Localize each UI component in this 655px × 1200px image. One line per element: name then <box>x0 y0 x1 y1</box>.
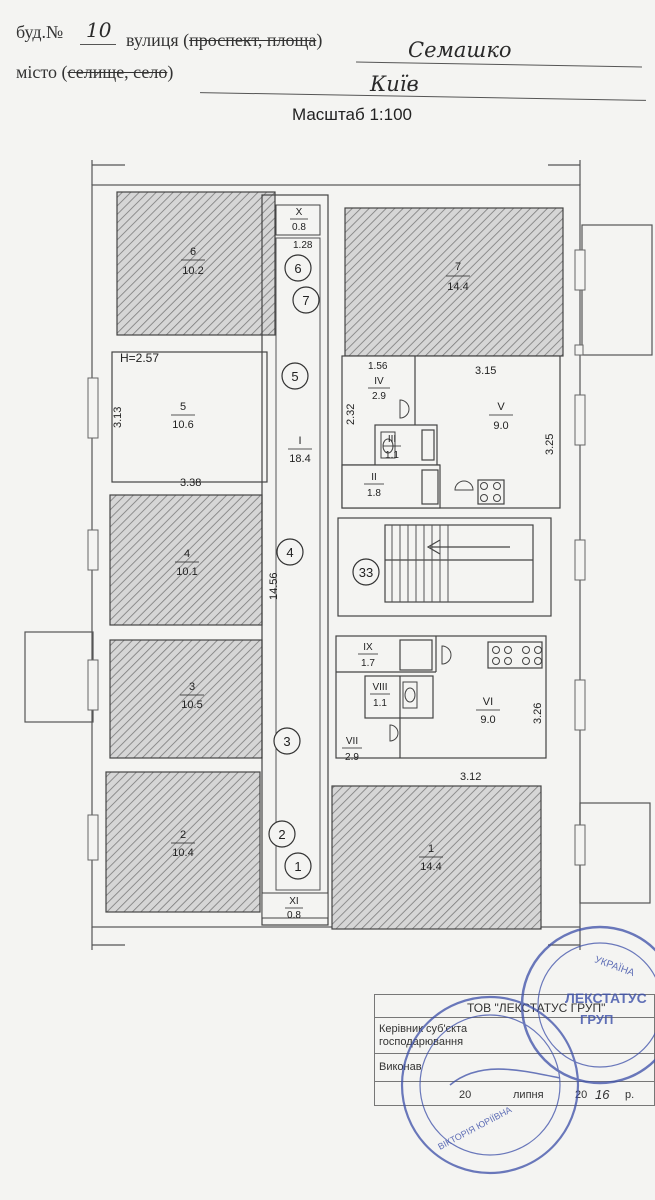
room-1-number: 1 <box>428 843 434 855</box>
room-V-area: 9.0 <box>493 420 508 432</box>
room-VIII-area: 1.1 <box>373 698 387 709</box>
room-2-number: 2 <box>180 829 186 841</box>
marker-label-1: 1 <box>294 859 301 874</box>
room-III-number: III <box>388 434 396 445</box>
marker-label-5: 5 <box>291 369 298 384</box>
marker-circle-7 <box>292 286 320 314</box>
date-day: 20 <box>459 1089 472 1101</box>
room-II-number: II <box>371 472 377 483</box>
room-2 <box>105 771 261 913</box>
room-X-area: 0.8 <box>292 222 306 233</box>
room-VII-area: 2.9 <box>345 752 359 763</box>
street-label: вулиця (проспект, площа) <box>126 30 323 50</box>
room-V-number: V <box>497 401 505 413</box>
room-3-number: 3 <box>189 681 195 693</box>
dim-3-25: 3.25 <box>544 434 556 455</box>
corridor <box>261 194 329 926</box>
room-IX-area: 1.7 <box>361 658 375 669</box>
building-number: 10 <box>86 18 112 42</box>
street-name: Семашко <box>408 38 512 62</box>
building-number-underline <box>80 44 116 45</box>
room-VII-number: VII <box>346 736 358 747</box>
marker-label-3: 3 <box>283 734 290 749</box>
dim-1-56: 1.56 <box>368 361 388 372</box>
marker-circle-1 <box>284 852 312 880</box>
company-name: ТОВ "ЛЕКСТАТУС ГРУП" <box>467 1001 606 1015</box>
marker-label-33: 33 <box>359 565 373 580</box>
marker-label-2: 2 <box>278 827 285 842</box>
title-block: ТОВ "ЛЕКСТАТУС ГРУП" Керівник суб'єкта г… <box>374 994 655 1106</box>
room-5-area: 10.6 <box>172 419 193 431</box>
room-VI-number: VI <box>483 696 493 708</box>
dim-3-38: 3.38 <box>180 477 201 489</box>
dim-3-15: 3.15 <box>475 365 496 377</box>
room-3-area: 10.5 <box>181 699 202 711</box>
room-4 <box>109 494 263 626</box>
date-month: липня <box>513 1089 544 1101</box>
building-label: буд.№ <box>16 22 64 42</box>
marker-circle-4 <box>276 538 304 566</box>
marker-label-4: 4 <box>286 545 293 560</box>
room-5-number: 5 <box>180 401 186 413</box>
room-I-area: 18.4 <box>289 453 310 465</box>
marker-circle-2 <box>268 820 296 848</box>
marker-circle-5 <box>281 362 309 390</box>
room-6-area: 10.2 <box>182 265 203 277</box>
room-IX-number: IX <box>363 642 373 653</box>
room-VIII-number: VIII <box>372 682 387 693</box>
dim-2-32: 2.32 <box>345 404 357 425</box>
room-VI-area: 9.0 <box>480 714 495 726</box>
date-year-prefix: 20 <box>575 1089 588 1101</box>
room-I-number: I <box>298 435 301 447</box>
date-year: 16 <box>595 1087 610 1102</box>
room-1 <box>331 785 542 930</box>
scale-label: Масштаб 1:100 <box>292 105 412 124</box>
dim-3-26: 3.26 <box>532 703 544 724</box>
executor-label: Виконав <box>379 1061 422 1073</box>
dim-3-13: 3.13 <box>112 407 124 428</box>
dim-3-12: 3.12 <box>460 771 481 783</box>
room-XI-area: 0.8 <box>287 910 301 921</box>
city-label: місто (селище, село) <box>16 62 174 82</box>
dim-1-28: 1.28 <box>293 240 313 251</box>
room-XI <box>261 892 329 919</box>
room-IV-number: IV <box>374 376 384 387</box>
room-IV-area: 2.9 <box>372 391 386 402</box>
room-X-number: X <box>296 207 303 218</box>
marker-label-6: 6 <box>294 261 301 276</box>
head-label: Керівник суб'єкта господарювання <box>379 1023 468 1048</box>
room-3 <box>109 639 263 759</box>
dim-14-56: 14.56 <box>268 572 280 600</box>
room-1-area: 14.4 <box>420 861 441 873</box>
room-X <box>275 204 321 236</box>
date-suffix: р. <box>625 1089 635 1101</box>
city-name: Київ <box>370 72 419 96</box>
marker-label-7: 7 <box>302 293 309 308</box>
room-6 <box>116 191 276 336</box>
room-7 <box>344 207 564 357</box>
room-4-area: 10.1 <box>176 566 197 578</box>
room-III-area: 1.1 <box>385 450 399 461</box>
room-7-number: 7 <box>455 261 461 273</box>
room-XI-number: XI <box>289 896 298 907</box>
marker-circle-33 <box>352 558 380 586</box>
room-II-area: 1.8 <box>367 488 381 499</box>
room-5 <box>111 351 268 483</box>
ceiling-height: H=2.57 <box>120 351 159 365</box>
marker-circle-6 <box>284 254 312 282</box>
marker-circle-3 <box>273 727 301 755</box>
room-2-area: 10.4 <box>172 847 193 859</box>
room-4-number: 4 <box>184 548 190 560</box>
room-6-number: 6 <box>190 246 196 258</box>
room-7-area: 14.4 <box>447 281 468 293</box>
room-VIII <box>364 675 434 719</box>
